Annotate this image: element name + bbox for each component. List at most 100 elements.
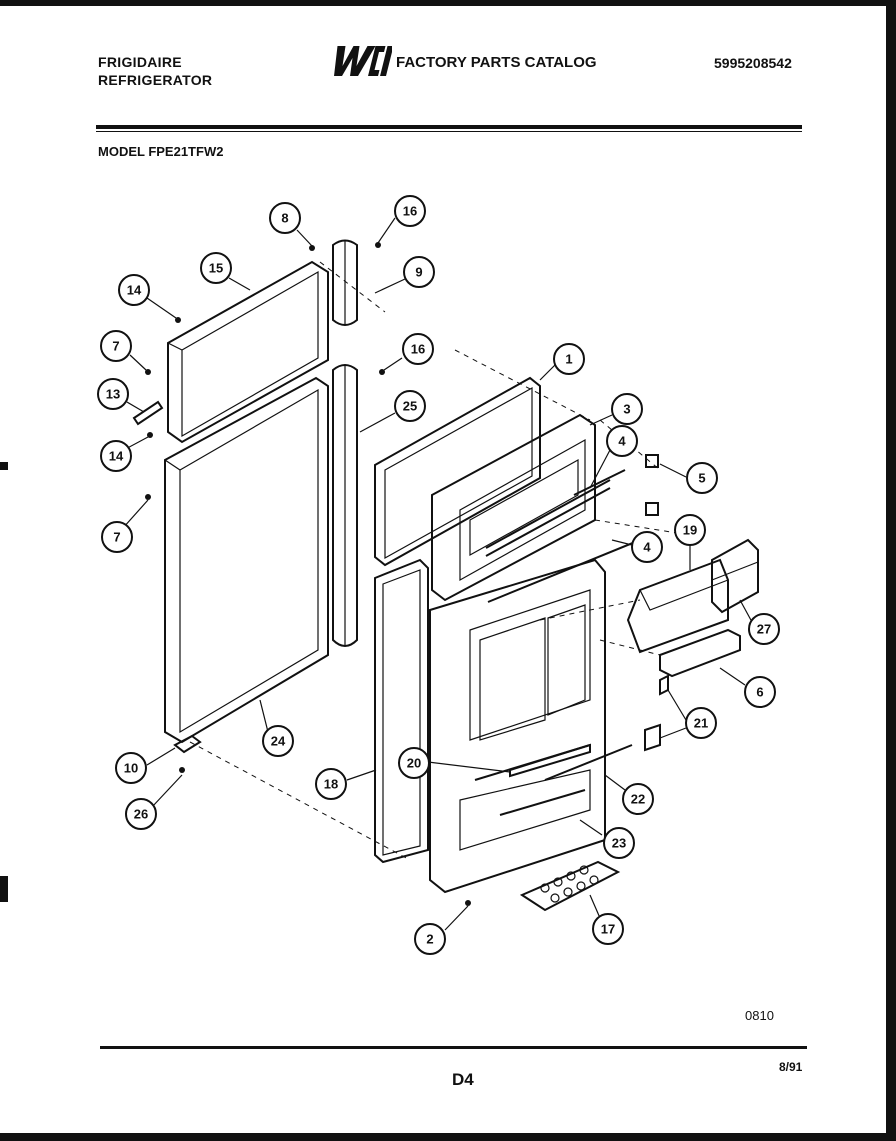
svg-text:14: 14 xyxy=(109,449,124,464)
callout-2: 2 xyxy=(414,923,446,955)
part-10-hinge xyxy=(173,734,202,754)
brand-name: FRIGIDAIRE xyxy=(98,54,182,70)
svg-text:13: 13 xyxy=(106,387,120,402)
leader-lines xyxy=(119,217,753,931)
callout-16-mid: 16 xyxy=(402,333,434,365)
callout-18: 18 xyxy=(315,768,347,800)
callout-27: 27 xyxy=(748,613,780,645)
svg-text:26: 26 xyxy=(134,807,148,822)
callout-22: 22 xyxy=(622,783,654,815)
callout-4-top: 4 xyxy=(606,425,638,457)
alignment-line xyxy=(594,519,691,536)
svg-text:8: 8 xyxy=(281,211,288,226)
part-4-shelf-retainer xyxy=(487,469,641,603)
svg-text:27: 27 xyxy=(757,622,771,637)
alignment-line xyxy=(599,419,661,471)
part-3-freezer-door-liner xyxy=(431,413,611,602)
svg-text:17: 17 xyxy=(601,922,615,937)
part-9-freezer-handle xyxy=(332,239,358,326)
footer-rule xyxy=(100,1046,807,1049)
svg-text:4: 4 xyxy=(643,540,651,555)
svg-text:3: 3 xyxy=(623,402,630,417)
catalog-title: FACTORY PARTS CATALOG xyxy=(396,54,597,71)
callout-10: 10 xyxy=(115,752,147,784)
callout-25: 25 xyxy=(394,390,426,422)
svg-text:10: 10 xyxy=(124,761,138,776)
part-24-fresh-food-door-panel xyxy=(164,376,329,744)
page-code: D4 xyxy=(452,1070,474,1089)
svg-text:4: 4 xyxy=(618,434,626,449)
svg-text:21: 21 xyxy=(694,716,708,731)
svg-text:24: 24 xyxy=(271,734,286,749)
svg-text:23: 23 xyxy=(612,836,626,851)
callout-15: 15 xyxy=(200,252,232,284)
callout-5: 5 xyxy=(686,462,718,494)
svg-text:14: 14 xyxy=(127,283,142,298)
callout-20: 20 xyxy=(398,747,430,779)
callout-8: 8 xyxy=(269,202,301,234)
product-type: REFRIGERATOR xyxy=(98,72,213,88)
callout-1: 1 xyxy=(553,343,585,375)
part-20-shelf xyxy=(509,743,591,778)
svg-text:7: 7 xyxy=(112,339,119,354)
alignment-line xyxy=(189,741,411,861)
brand-block: FRIGIDAIRE REFRIGERATOR xyxy=(98,53,212,89)
callout-13: 13 xyxy=(97,378,129,410)
part-23-fresh-food-door-liner xyxy=(429,558,606,894)
svg-text:9: 9 xyxy=(415,265,422,280)
callout-6: 6 xyxy=(744,676,776,708)
part-25-fresh-food-handle xyxy=(332,364,358,647)
callout-21: 21 xyxy=(685,707,717,739)
callout-26: 26 xyxy=(125,798,157,830)
svg-text:2: 2 xyxy=(426,932,433,947)
svg-text:18: 18 xyxy=(324,777,338,792)
scan-border-right xyxy=(886,0,896,1141)
part-13-stop xyxy=(132,400,164,426)
svg-text:1: 1 xyxy=(565,352,572,367)
scan-mark xyxy=(0,462,8,470)
revision-date: 8/91 xyxy=(779,1060,803,1074)
part-19-door-bin xyxy=(626,558,729,654)
scan-border-bottom xyxy=(0,1133,896,1141)
catalog-number: 5995208542 xyxy=(714,55,792,71)
callout-3: 3 xyxy=(611,393,643,425)
svg-text:7: 7 xyxy=(113,530,120,545)
scan-border-top xyxy=(0,0,896,6)
svg-text:16: 16 xyxy=(403,204,417,219)
svg-text:16: 16 xyxy=(411,342,425,357)
part-5-end-cap xyxy=(645,454,659,516)
callout-23: 23 xyxy=(603,827,635,859)
part-22-shelf-rail xyxy=(544,744,633,781)
svg-text:20: 20 xyxy=(407,756,421,771)
callout-9: 9 xyxy=(403,256,435,288)
part-21-bracket xyxy=(644,674,669,752)
header-rule-thin xyxy=(96,131,802,132)
callout-14-bottom: 14 xyxy=(100,440,132,472)
wci-logo xyxy=(334,46,392,76)
callout-24: 24 xyxy=(262,725,294,757)
callout-7-top: 7 xyxy=(100,330,132,362)
scan-mark xyxy=(0,876,8,902)
svg-text:22: 22 xyxy=(631,792,645,807)
callout-4-bottom: 4 xyxy=(631,531,663,563)
figure-code: 0810 xyxy=(745,1008,774,1023)
part-18-fresh-food-gasket xyxy=(374,558,429,864)
callout-14-top: 14 xyxy=(118,274,150,306)
model-label: MODEL FPE21TFW2 xyxy=(98,144,224,159)
part-17-egg-tray xyxy=(519,860,621,912)
svg-text:25: 25 xyxy=(403,399,417,414)
screws xyxy=(145,242,471,906)
callout-7-bottom: 7 xyxy=(101,521,133,553)
svg-text:15: 15 xyxy=(209,261,223,276)
part-6-bin-tray xyxy=(659,628,741,678)
alignment-line xyxy=(319,261,386,313)
svg-text:6: 6 xyxy=(756,685,763,700)
part-27-dairy-door xyxy=(711,538,759,614)
svg-text:19: 19 xyxy=(683,523,697,538)
part-15-freezer-door-panel xyxy=(167,260,329,444)
header-rule xyxy=(96,125,802,129)
alignment-line xyxy=(599,639,661,656)
callout-16-top: 16 xyxy=(394,195,426,227)
